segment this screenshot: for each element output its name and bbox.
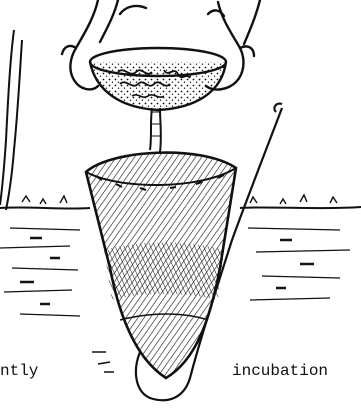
left-figure: [0, 30, 22, 210]
label-left: ntly: [0, 362, 39, 380]
bowl: [90, 48, 226, 110]
left-dashes: [92, 352, 114, 372]
compost-pit: [86, 153, 236, 378]
label-incubation: incubation: [232, 362, 328, 380]
pour-stream: [150, 108, 161, 152]
